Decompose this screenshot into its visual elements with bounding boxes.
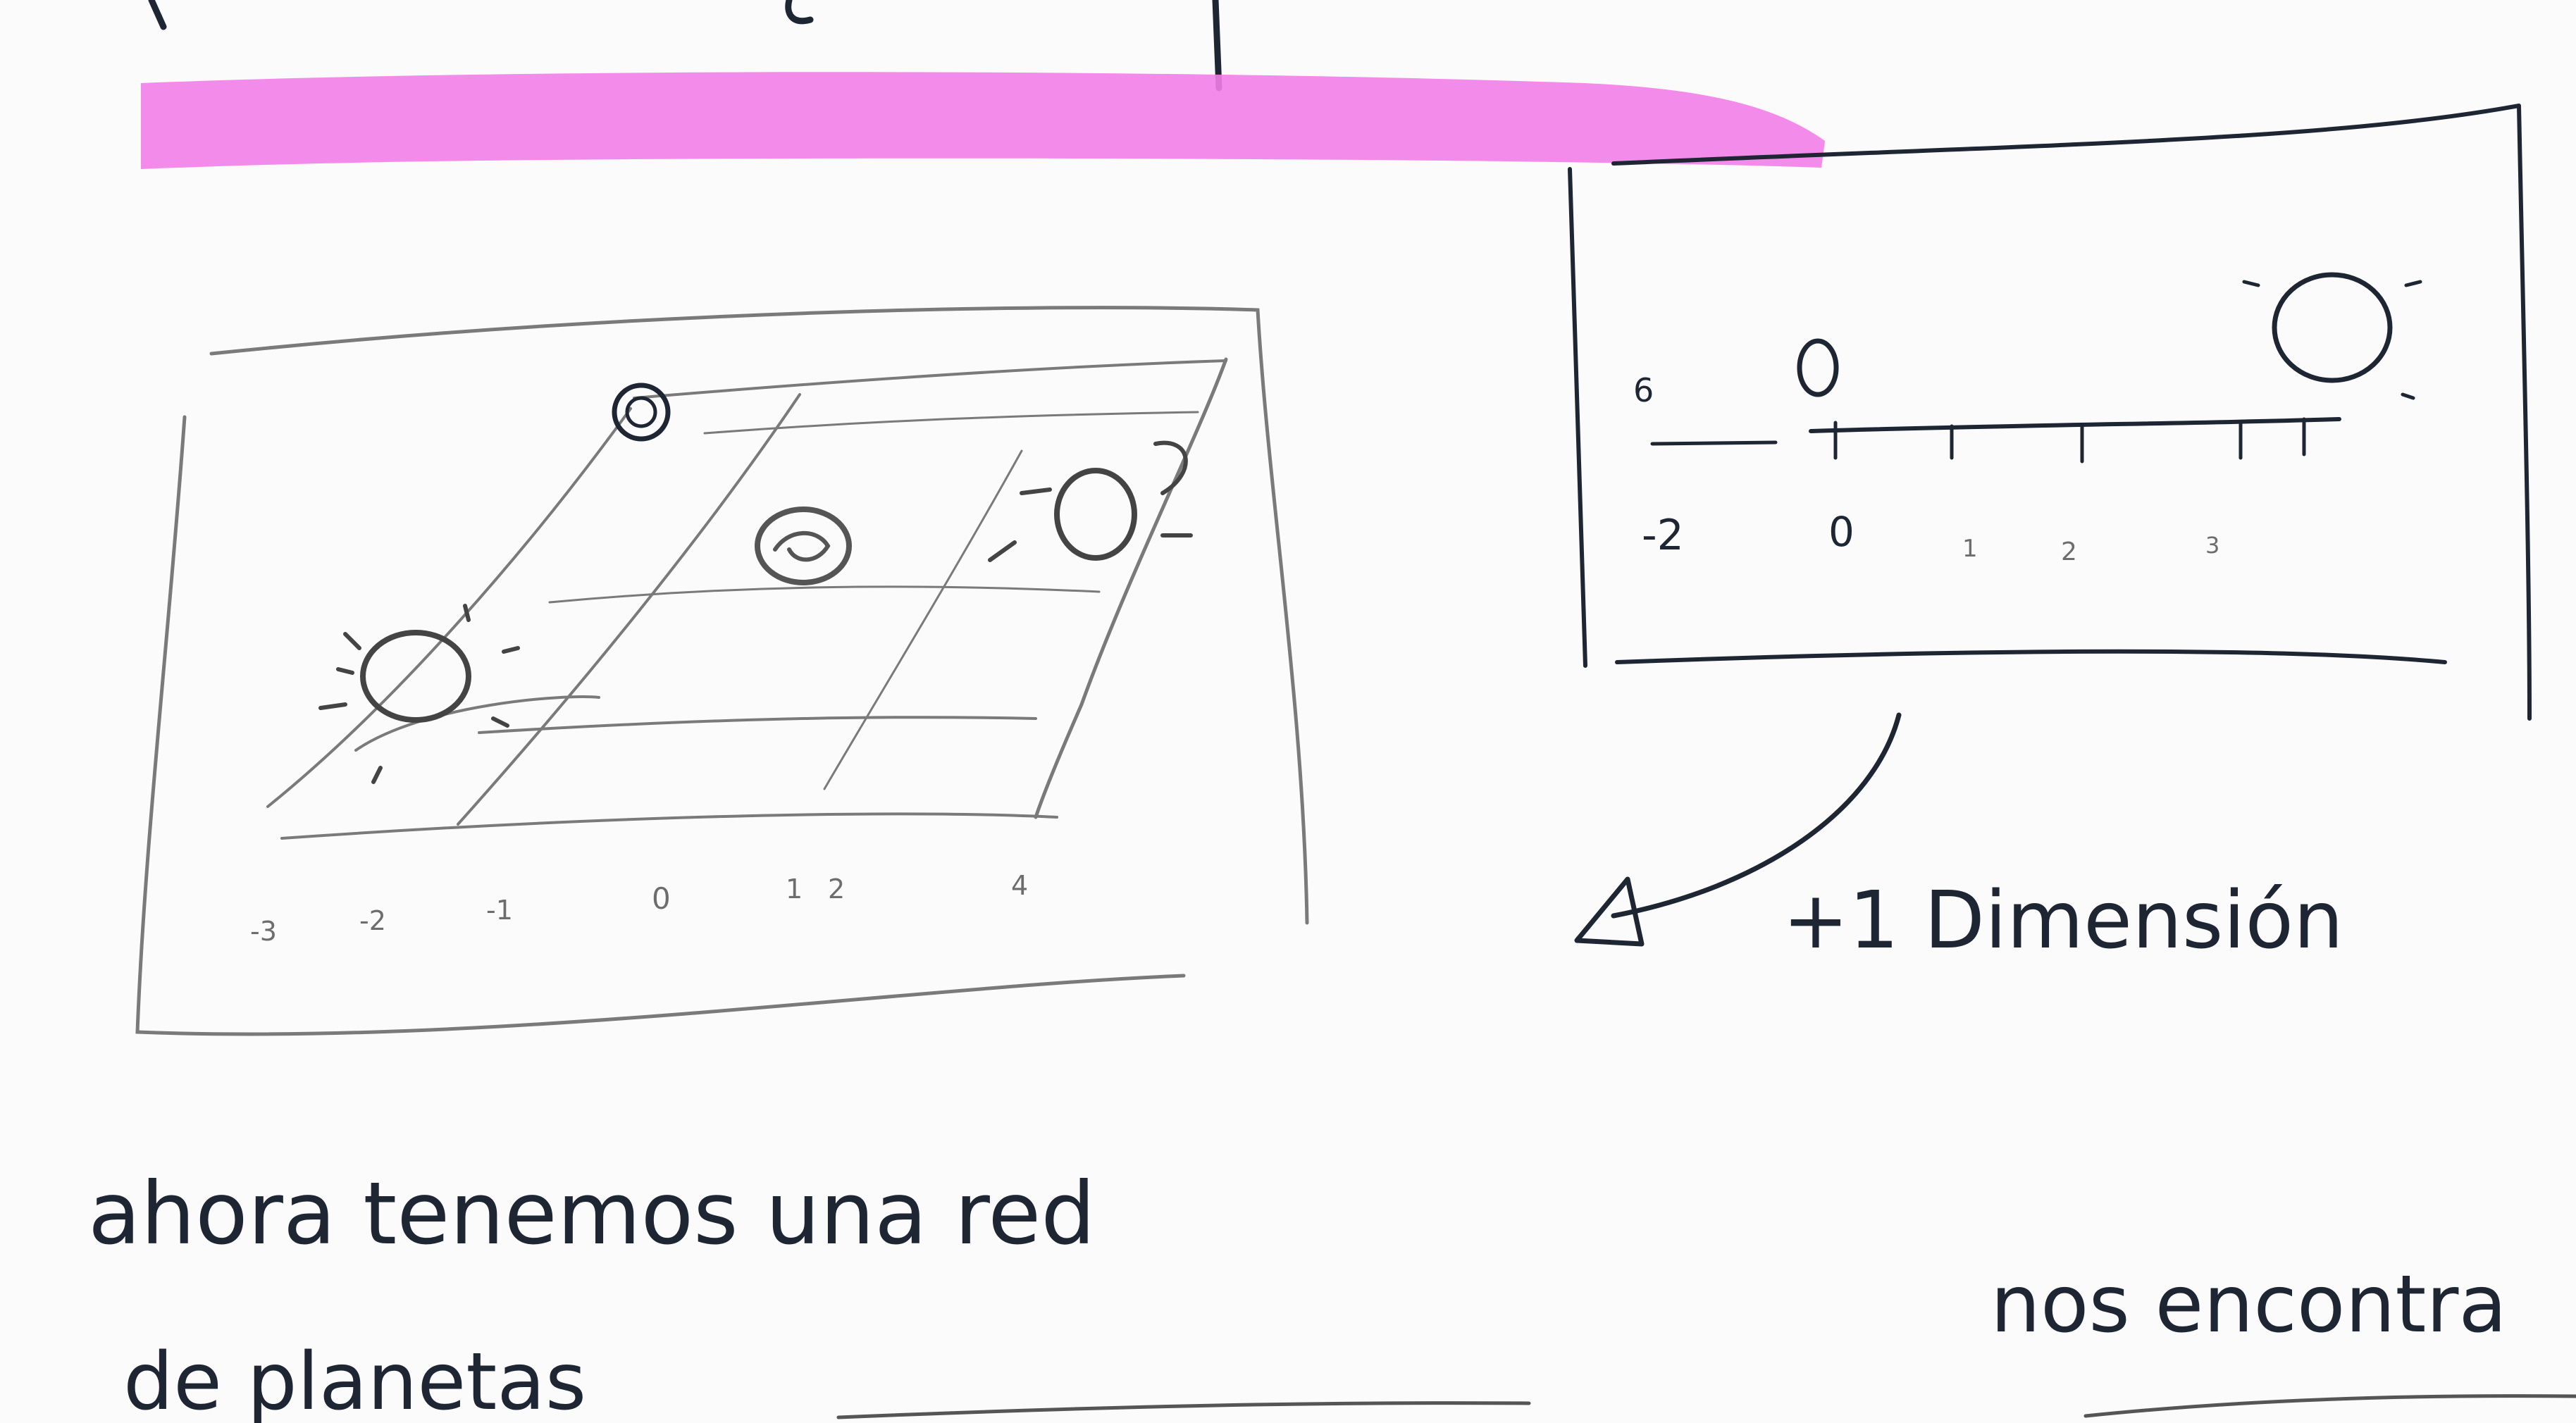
note-line-2: de planetas xyxy=(123,1336,586,1423)
right-tick-label: 3 xyxy=(2205,532,2219,559)
note-right-fragment: nos encontra xyxy=(1990,1259,2507,1350)
sun-sketch-left xyxy=(318,604,520,784)
left-sketch-box xyxy=(135,306,1309,1036)
left-tick-label: 1 xyxy=(786,874,803,905)
highlighter-stroke xyxy=(141,72,1825,169)
planet-right-sketch xyxy=(988,440,1193,562)
left-tick-label: -3 xyxy=(250,916,277,947)
planet-zero-circle xyxy=(1797,338,1839,397)
number-line xyxy=(1650,417,2341,464)
sun-sketch-right xyxy=(2242,272,2422,400)
top-cutoff-writing xyxy=(148,0,1222,92)
dimension-note: +1 Dimensión xyxy=(1783,875,2343,967)
bottom-rule-lines xyxy=(836,1394,2576,1419)
perspective-grid xyxy=(266,357,1228,840)
right-axis-ticks: -2 0 1 2 3 xyxy=(1642,508,2219,566)
arrow-to-left-sketch xyxy=(1574,712,1902,947)
left-axis-ticks: -3 -2 -1 0 1 2 4 xyxy=(250,870,1028,947)
planet-small-top xyxy=(612,383,671,442)
right-tick-label: 2 xyxy=(2061,537,2077,566)
left-tick-label: 0 xyxy=(652,881,671,916)
left-tick-label: -2 xyxy=(359,905,386,936)
left-tick-label: -1 xyxy=(486,895,513,926)
note-line-1: ahora tenemos una red xyxy=(88,1164,1096,1264)
right-top-tick-label: 6 xyxy=(1633,371,1654,409)
planet-ringed-middle xyxy=(755,507,852,585)
right-tick-label: 0 xyxy=(1828,508,1854,556)
right-tick-label: -2 xyxy=(1642,511,1684,560)
left-tick-label: 2 xyxy=(828,874,845,905)
left-tick-label: 4 xyxy=(1011,870,1028,901)
right-tick-label: 1 xyxy=(1962,535,1978,563)
right-sketch-box xyxy=(1568,104,2532,721)
